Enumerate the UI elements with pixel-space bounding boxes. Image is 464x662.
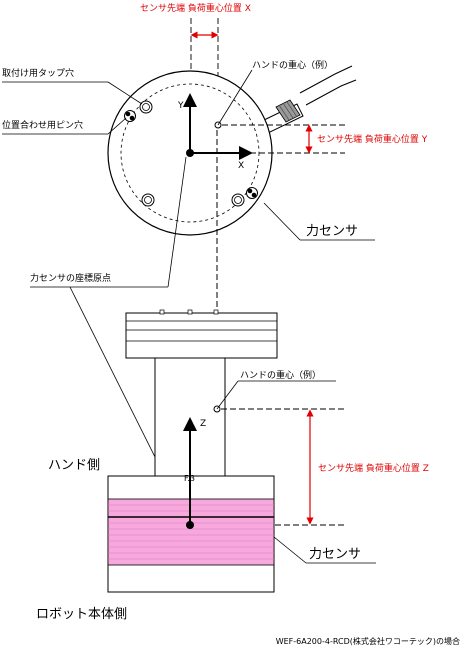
hand-side-label: ハンド側: [48, 458, 100, 473]
hand-cg-side-label: ハンドの重心（例）: [240, 369, 321, 381]
force-sensor-side-label: 力センサ: [309, 547, 361, 562]
pin-hole-left: [124, 110, 136, 122]
origin-dot-top: [186, 149, 194, 157]
axis-z-label: Z: [200, 419, 206, 429]
hand-cg-top-label: ハンドの重心（例）: [252, 59, 333, 71]
hand-flange: [125, 312, 278, 359]
tap-hole-leader: [107, 81, 143, 105]
sensor-x-label: センサ先端 負荷重心位置 X: [140, 2, 251, 14]
robot-side-label: ロボット本体側: [36, 607, 127, 622]
sensor-z-label: センサ先端 負荷重心位置 Z: [318, 462, 429, 474]
hand-cg-leader-top: [217, 69, 253, 126]
axis-x-label: X: [238, 161, 244, 171]
force-sensor-top-label: 力センサ: [306, 224, 358, 239]
pin-hole-leader: [107, 117, 127, 135]
tap-hole-label: 取付け用タップ穴: [2, 67, 74, 79]
origin-leader-top: [167, 156, 187, 288]
force-sensor-side-leader: [273, 536, 307, 564]
tap-hole-top: [139, 100, 153, 114]
tap-hole-right: [231, 193, 245, 207]
sensor-y-label: センサ先端 負荷重心位置 Y: [317, 133, 428, 145]
origin-label: 力センサの座標原点: [30, 272, 111, 284]
pin-hole-label: 位置合わせ用ピン穴: [2, 119, 83, 131]
pin-hole-right: [246, 187, 258, 199]
tap-hole-left: [141, 193, 155, 207]
axis-y-label: Y: [177, 101, 184, 111]
origin-dot-side: [186, 521, 194, 529]
cable-connector: [261, 65, 357, 134]
caption: WEF-6A200-4-RCD(株式会社ワコーテック)の場合: [276, 636, 460, 646]
hand-cg-leader-side: [216, 380, 239, 410]
force-sensor-top-leader: [263, 202, 301, 241]
